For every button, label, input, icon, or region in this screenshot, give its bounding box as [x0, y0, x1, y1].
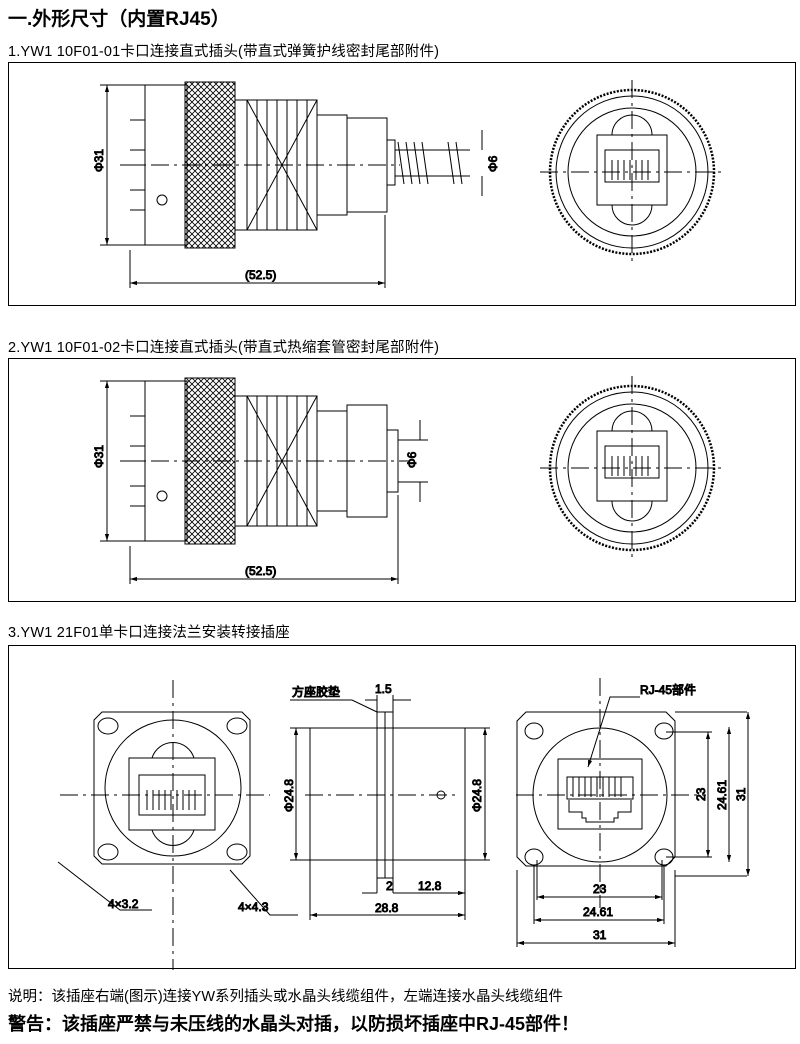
plug-2-body-diameter: Φ31	[92, 445, 106, 468]
section-2-drawing-frame	[8, 358, 796, 602]
usage-note: 说明：该插座右端(图示)连接YW系列插头或水晶头线缆组件，左端连接水晶头线缆组件	[8, 989, 564, 1005]
gasket-thickness-dim: 1.5	[375, 682, 392, 696]
section-1-drawing-frame	[8, 62, 796, 306]
socket-side-view	[290, 695, 490, 920]
right-diameter-dim: Φ24.8	[470, 779, 484, 812]
plug-1-cable-diameter: Φ6	[486, 155, 500, 172]
socket-rear-view	[516, 678, 751, 947]
left-diameter-dim: Φ24.8	[282, 779, 296, 812]
plug-2-side-view	[100, 377, 428, 584]
plug-2-length-dim: (52.5)	[245, 564, 276, 578]
rear-horizontal-23-dim: 23	[593, 882, 607, 896]
section-3-heading: 3.YW1 21F01单卡口连接法兰安装转接插座	[8, 625, 290, 641]
socket-front-view	[57, 680, 298, 970]
plug-1-side-view	[100, 81, 483, 288]
page-title: 一.外形尺寸（内置RJ45）	[8, 9, 230, 30]
rj45-part-label: RJ-45部件	[640, 682, 696, 697]
rear-vertical-24-61-dim: 24.61	[715, 780, 729, 810]
rear-horizontal-24-61-dim: 24.61	[583, 905, 613, 919]
section-2-heading: 2.YW1 10F01-02卡口连接直式插头(带直式热缩套管密封尾部附件)	[8, 340, 440, 356]
total-length-dim: 28.8	[375, 901, 399, 915]
hole-small-dim: 4×3.2	[108, 897, 139, 911]
rear-vertical-23-dim: 23	[694, 787, 708, 801]
spring-coils	[395, 141, 470, 185]
section-3-drawing-frame	[8, 645, 796, 969]
plug-2-cable-diameter: Φ6	[405, 451, 419, 468]
rear-vertical-31-dim: 31	[734, 787, 748, 801]
rear-horizontal-31-dim: 31	[593, 928, 607, 942]
plug-1-front-view	[540, 80, 724, 264]
gasket-label: 方座胶垫	[292, 684, 340, 699]
flange-thickness-dim: 2	[386, 879, 393, 893]
plug-1-body-diameter: Φ31	[92, 149, 106, 172]
right-length-dim: 12.8	[418, 879, 442, 893]
section-1-heading: 1.YW1 10F01-01卡口连接直式插头(带直式弹簧护线密封尾部附件)	[8, 44, 440, 60]
plug-1-length-dim: (52.5)	[245, 268, 276, 282]
warning-text: 警告：该插座严禁与未压线的水晶头对插，以防损坏插座中RJ-45部件！	[8, 1014, 580, 1034]
plug-2-front-view	[540, 376, 724, 560]
hole-large-dim: 4×4.3	[238, 900, 269, 914]
